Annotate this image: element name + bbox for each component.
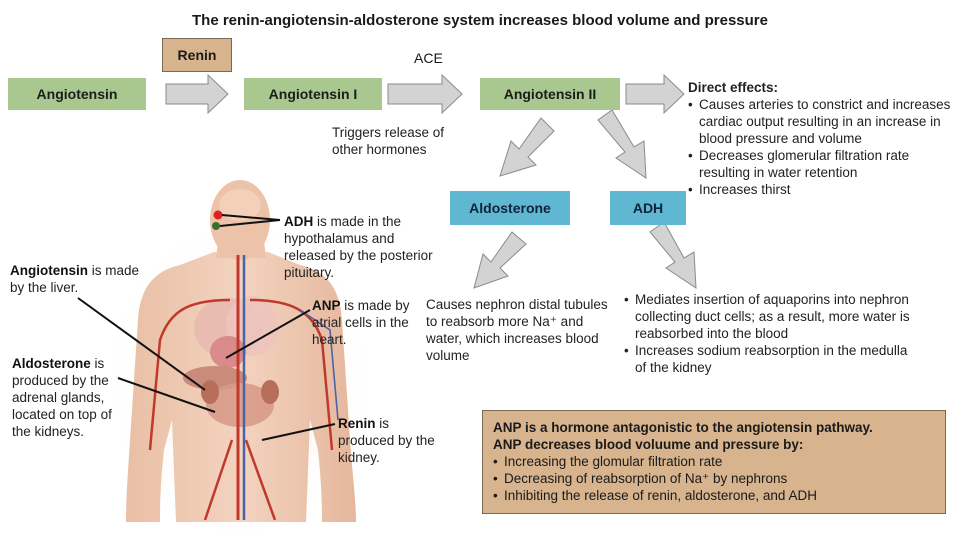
direct-effect-item: Increases thirst: [688, 181, 954, 198]
box-angiotensin-label: Angiotensin: [36, 86, 118, 102]
direct-effects: Direct effects: Causes arteries to const…: [688, 79, 954, 198]
label-renin-text: is produced by the kidney.: [338, 416, 435, 465]
label-aldosterone-text: is produced by the adrenal glands, locat…: [12, 356, 112, 439]
label-adh-term: ADH: [284, 214, 314, 229]
adh-effect-item: Mediates insertion of aquaporins into ne…: [624, 291, 914, 342]
direct-effects-heading: Direct effects:: [688, 80, 779, 95]
leader-line-adh-2: [219, 219, 281, 227]
label-anp-term: ANP: [312, 298, 341, 313]
label-aldosterone-origin: Aldosterone is produced by the adrenal g…: [12, 355, 134, 440]
box-renin-label: Renin: [177, 47, 217, 63]
anp-effect-item: Inhibiting the release of renin, aldoste…: [493, 487, 935, 504]
label-angiotensin-text: is made by the liver.: [10, 263, 140, 295]
aldosterone-effect: Causes nephron distal tubules to reabsor…: [426, 297, 608, 363]
label-anp-text: is made by atrial cells in the heart.: [312, 298, 410, 347]
leader-line-angiotensin: [77, 297, 206, 391]
box-adh: ADH: [610, 191, 686, 225]
leader-line-renin: [261, 423, 336, 441]
arrow-i-to-ii: [387, 73, 463, 115]
anp-box-line1: ANP is a hormone antagonistic to the ang…: [493, 420, 873, 435]
box-angiotensin: Angiotensin: [8, 78, 146, 110]
box-aldosterone-label: Aldosterone: [469, 200, 551, 216]
arrow-ii-to-adh: [597, 109, 647, 179]
arrow-ii-to-aldosterone: [499, 117, 555, 177]
arrow-angiotensin-to-i: [165, 73, 229, 115]
label-ace: ACE: [414, 50, 443, 66]
label-renin-term: Renin: [338, 416, 376, 431]
box-angiotensin-ii: Angiotensin II: [480, 78, 620, 110]
label-angiotensin-term: Angiotensin: [10, 263, 88, 278]
label-renin-origin: Renin is produced by the kidney.: [338, 415, 442, 466]
arrow-aldosterone-to-effect: [473, 231, 527, 289]
label-aldosterone-term: Aldosterone: [12, 356, 91, 371]
leader-line-adh-1: [221, 214, 281, 221]
leader-line-aldosterone: [117, 377, 216, 413]
direct-effect-item: Causes arteries to constrict and increas…: [688, 96, 954, 147]
anp-effect-item: Increasing the glomular filtration rate: [493, 453, 935, 470]
arrow-ii-to-direct-effects: [625, 73, 685, 115]
triggers-note: Triggers release of other hormones: [332, 125, 445, 157]
arrow-adh-to-effect: [649, 221, 697, 289]
label-adh-origin: ADH is made in the hypothalamus and rele…: [284, 213, 434, 281]
figure-title: The renin-angiotensin-aldosterone system…: [192, 12, 768, 29]
label-adh-text: is made in the hypothalamus and released…: [284, 214, 433, 280]
anp-effect-item: Decreasing of reabsorption of Na⁺ by nep…: [493, 470, 935, 487]
label-angiotensin-origin: Angiotensin is made by the liver.: [10, 262, 140, 296]
human-body-illustration: [100, 180, 380, 540]
leader-line-anp: [225, 309, 311, 359]
box-angiotensin-i-label: Angiotensin I: [268, 86, 358, 102]
box-angiotensin-i: Angiotensin I: [244, 78, 382, 110]
adh-effect-item: Increases sodium reabsorption in the med…: [624, 342, 914, 376]
box-renin: Renin: [162, 38, 232, 72]
label-anp-origin: ANP is made by atrial cells in the heart…: [312, 297, 412, 348]
box-aldosterone: Aldosterone: [450, 191, 570, 225]
direct-effect-item: Decreases glomerular filtration rate res…: [688, 147, 954, 181]
adh-effects: Mediates insertion of aquaporins into ne…: [624, 291, 914, 376]
anp-info-box: ANP is a hormone antagonistic to the ang…: [482, 410, 946, 514]
box-adh-label: ADH: [632, 200, 664, 216]
anp-box-line2: ANP decreases blood voluume and pressure…: [493, 437, 804, 452]
box-angiotensin-ii-label: Angiotensin II: [503, 86, 597, 102]
